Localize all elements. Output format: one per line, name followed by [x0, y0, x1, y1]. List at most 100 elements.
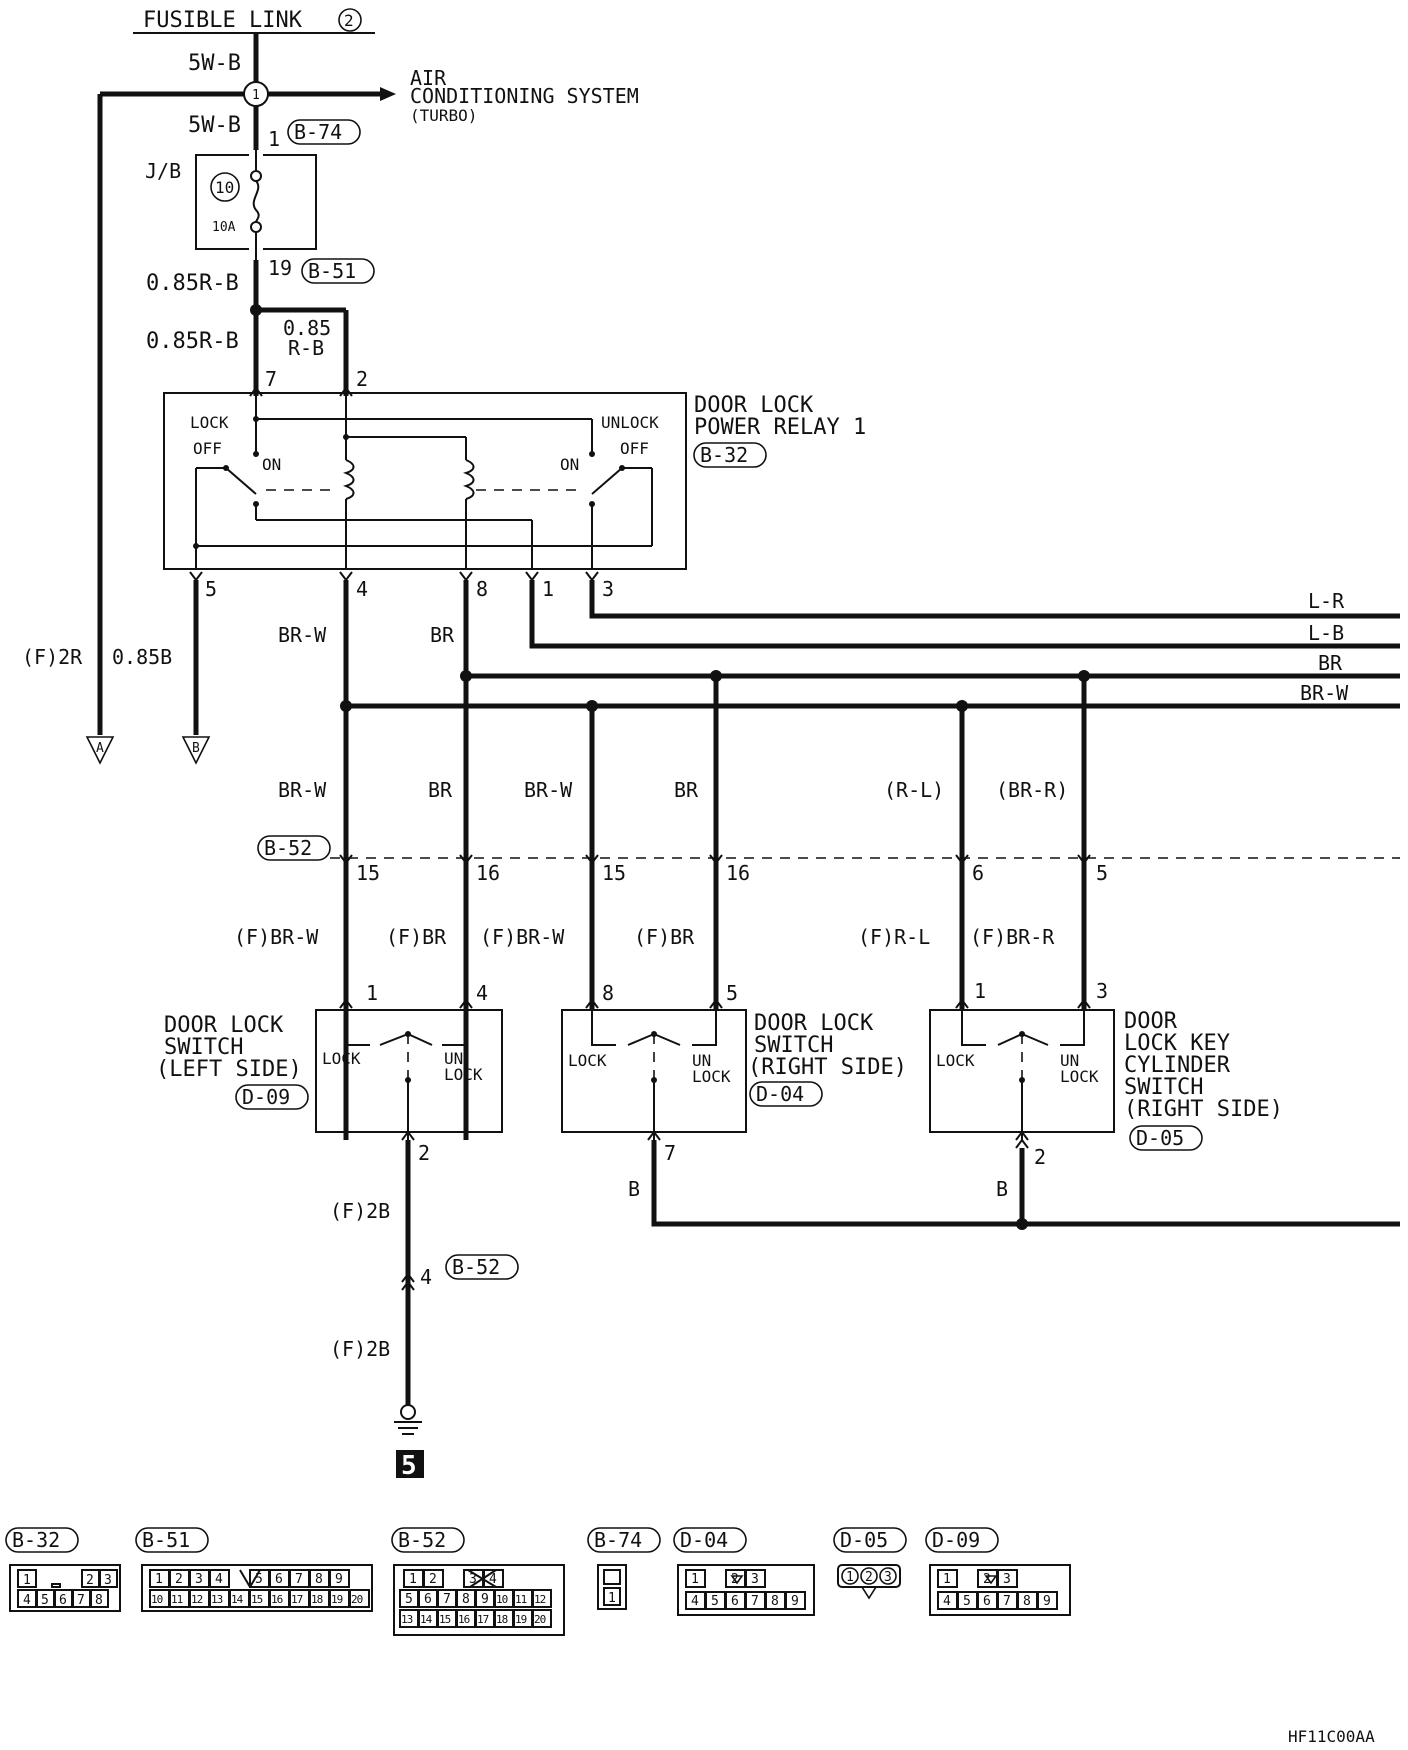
b51-pin: 19	[268, 256, 292, 280]
b52-pin: 4	[489, 1572, 497, 1587]
d05-face-pin-3: 3	[884, 1570, 892, 1585]
relay-on-right: ON	[560, 455, 579, 474]
bus-wires: L-R L-B BR BR-W (F)2R 0.85B A B BR-W BR	[22, 580, 1400, 1140]
right-switch-title1: DOOR LOCK	[754, 1011, 874, 1036]
wire-085r-b-2: 0.85R-B	[146, 329, 239, 354]
connector-b51-label: B-51	[142, 1528, 190, 1552]
key-switch-title2: LOCK KEY	[1124, 1031, 1230, 1056]
connector-b52-label: B-52	[398, 1528, 446, 1552]
connector-d09-label: D-09	[932, 1528, 980, 1552]
d09-pin: 8	[1023, 1594, 1031, 1609]
right-switch-pin-5: 5	[726, 981, 738, 1005]
d09-pin: 3	[1003, 1572, 1011, 1587]
diagram-code: HF11C00AA	[1288, 1727, 1375, 1746]
b52-pin-5: 5	[1096, 861, 1108, 885]
b52-pin: 3	[469, 1572, 477, 1587]
key-switch-title5: (RIGHT SIDE)	[1124, 1097, 1283, 1122]
d09-pin-cell	[937, 1569, 958, 1588]
d04-pin-cell	[685, 1569, 706, 1588]
branch-wire-2: BR	[428, 778, 453, 802]
wire-085r-b-3a: 0.85	[283, 316, 331, 340]
relay-pin-4: 4	[356, 577, 368, 601]
left-switch-title2: SWITCH	[164, 1035, 243, 1060]
wire-2r: (F)2R	[22, 645, 83, 669]
b51-pin: 10	[151, 1593, 163, 1606]
b52-pin: 8	[462, 1592, 470, 1607]
ac-system-line3: (TURBO)	[410, 106, 477, 125]
ac-system-line1: AIR	[410, 66, 447, 90]
d04-pin: 1	[691, 1572, 699, 1587]
branch-fwire-3: (F)BR-W	[480, 925, 565, 949]
ground-point-number: 5	[401, 1451, 417, 1481]
branch-wire-1: BR-W	[278, 778, 327, 802]
d05-face-pin-1: 1	[846, 1570, 854, 1585]
jb-label: J/B	[145, 159, 181, 183]
fuse-amperage: 10A	[212, 220, 236, 235]
d04-pin: 8	[771, 1594, 779, 1609]
left-switch-lock2: LOCK	[444, 1065, 483, 1084]
b52-pin: 12	[534, 1593, 546, 1606]
bus-label-brw: BR-W	[1300, 681, 1349, 705]
b51-pin: 19	[331, 1593, 343, 1606]
wire-085r-b-3b: R-B	[288, 336, 324, 360]
b52-branch-label: B-52	[264, 836, 312, 860]
fusible-link-label: FUSIBLE LINK	[143, 8, 303, 33]
left-switch-title3: (LEFT SIDE)	[156, 1057, 302, 1082]
d09-pin: 2	[983, 1572, 991, 1587]
relay-connector-label: B-32	[700, 443, 748, 467]
relay-on-left: ON	[262, 455, 281, 474]
b52-pin-15a: 15	[356, 861, 380, 885]
door-lock-key-cylinder-switch: 1 3 DOOR LOCK KEY CYLINDER SWITCH (RIGHT…	[929, 979, 1283, 1169]
b51-pin: 7	[295, 1572, 303, 1587]
b32-pin: 7	[77, 1593, 85, 1608]
key-switch-pin-1: 1	[974, 979, 986, 1003]
b32-pin: 1	[23, 1573, 31, 1588]
b52-pin: 17	[477, 1613, 489, 1626]
b51-pin: 3	[195, 1572, 203, 1587]
key-switch-lock2: LOCK	[1060, 1067, 1099, 1086]
terminal-b: B	[192, 741, 200, 756]
ground-wire-b2: B	[996, 1177, 1008, 1201]
left-switch-title1: DOOR LOCK	[164, 1013, 284, 1038]
wire-5w-b-top: 5W-B	[188, 51, 241, 76]
b51-pin-cell	[349, 1589, 370, 1608]
connector-b32-label: B-32	[12, 1528, 60, 1552]
branch-wire-6: (BR-R)	[996, 778, 1068, 802]
relay-pin-2: 2	[356, 367, 368, 391]
b52-pin: 10	[496, 1593, 508, 1606]
left-switch-lock: LOCK	[322, 1049, 361, 1068]
right-switch-connector: D-04	[756, 1082, 804, 1106]
key-switch-lock: LOCK	[936, 1051, 975, 1070]
bus-label-lr: L-R	[1308, 589, 1345, 613]
wire-085b: 0.85B	[112, 645, 172, 669]
left-switch-un: UN	[444, 1049, 463, 1068]
b51-pin: 15	[251, 1593, 263, 1606]
ground-f2b-1: (F)2B	[330, 1199, 390, 1223]
d09-pin: 4	[943, 1594, 951, 1609]
d04-pin: 5	[711, 1594, 719, 1609]
b32-pin: 6	[59, 1593, 67, 1608]
d04-pin: 7	[751, 1594, 759, 1609]
key-switch-pin-3: 3	[1096, 979, 1108, 1003]
d09-pin: 9	[1043, 1594, 1051, 1609]
b52-pin-cell	[423, 1569, 444, 1588]
junction-number: 1	[252, 88, 260, 103]
key-switch-pin-2: 2	[1034, 1145, 1046, 1169]
supply-section: FUSIBLE LINK 2 5W-B 1 AIR CONDITIONING S…	[97, 8, 639, 735]
b52-pin: 6	[424, 1592, 432, 1607]
b51-pin-cell	[209, 1569, 230, 1588]
key-switch-title1: DOOR	[1124, 1009, 1178, 1034]
bus-label-br: BR	[1318, 651, 1343, 675]
d09-pin: 7	[1003, 1594, 1011, 1609]
b32-pin: 3	[104, 1573, 112, 1588]
b51-pin: 13	[211, 1593, 223, 1606]
b51-pin: 14	[231, 1593, 244, 1606]
b52-pin: 7	[443, 1592, 451, 1607]
relay-lock-label: LOCK	[190, 413, 229, 432]
b52-pin-6: 6	[972, 861, 984, 885]
b52-pin: 16	[458, 1613, 470, 1626]
